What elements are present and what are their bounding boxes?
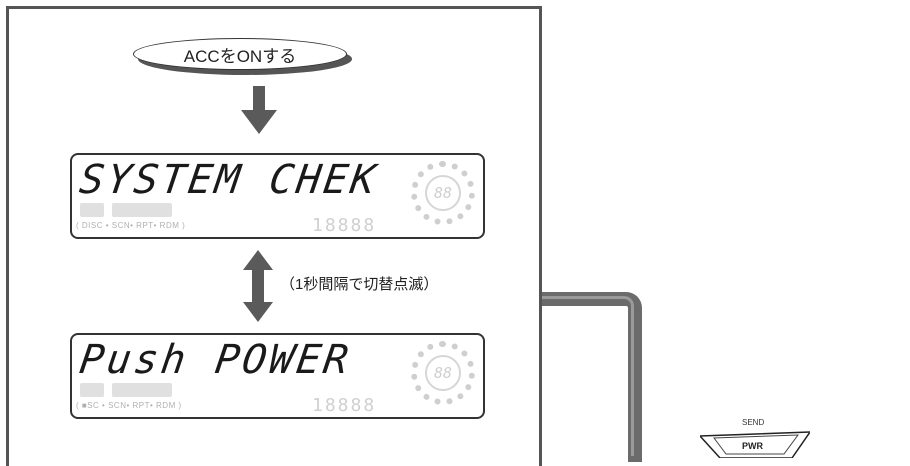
status-line: ( ■SC • SCN• RPT• RDM ) [76,401,182,410]
segment-icon [112,203,172,217]
start-node: ACCをONする [133,38,355,78]
start-label: ACCをONする [133,38,347,70]
connector-line-inner [542,296,634,456]
status-line: ( DISC • SCN• RPT• RDM ) [76,221,186,230]
double-arrow-icon [243,250,273,322]
display-text: Push POWER [76,337,355,383]
down-arrow-icon [241,86,277,134]
display-push-power: Push POWER 88 ( ■SC • SCN• RPT• RDM ) 18… [70,333,485,419]
display-ring-icon [411,161,475,225]
display-text: SYSTEM CHEK [76,157,382,203]
display-ring-icon [411,341,475,405]
segment-digits: 18888 [312,215,377,236]
ring-digits: 88 [425,175,461,211]
ring-digits: 88 [425,355,461,391]
send-label: SEND [742,418,765,427]
segment-digits: 18888 [312,395,377,416]
segment-icon [112,383,172,397]
segment-icon [80,203,104,217]
display-system-check: SYSTEM CHEK 88 ( DISC • SCN• RPT• RDM ) … [70,153,485,239]
power-key-label: PWR [742,441,763,451]
flow-frame [6,6,542,466]
blink-note: （1秒間隔で切替点滅） [280,276,439,293]
segment-icon [80,383,104,397]
power-key-icon: PWR [700,431,810,458]
